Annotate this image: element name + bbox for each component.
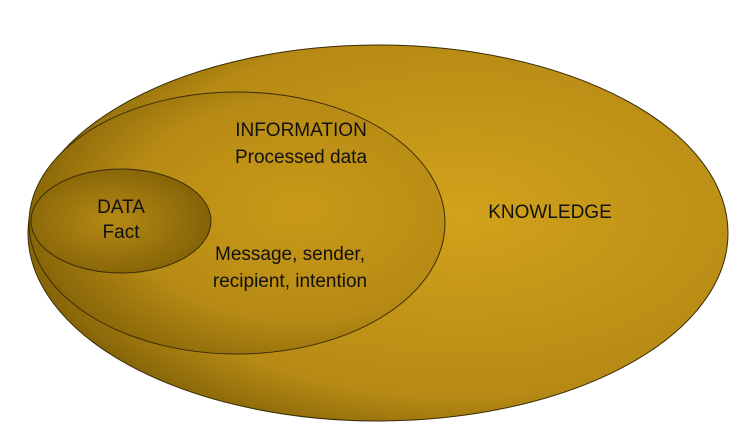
information-title: INFORMATION xyxy=(235,120,367,141)
data-title: DATA xyxy=(97,197,145,218)
information-ellipse xyxy=(28,91,446,355)
information-note-line2: recipient, intention xyxy=(213,271,367,292)
information-note-line1: Message, sender, xyxy=(215,244,365,265)
data-ellipse xyxy=(30,168,212,274)
information-subtitle: Processed data xyxy=(235,147,367,168)
knowledge-label: KNOWLEDGE xyxy=(488,202,612,223)
data-subtitle: Fact xyxy=(103,222,141,243)
